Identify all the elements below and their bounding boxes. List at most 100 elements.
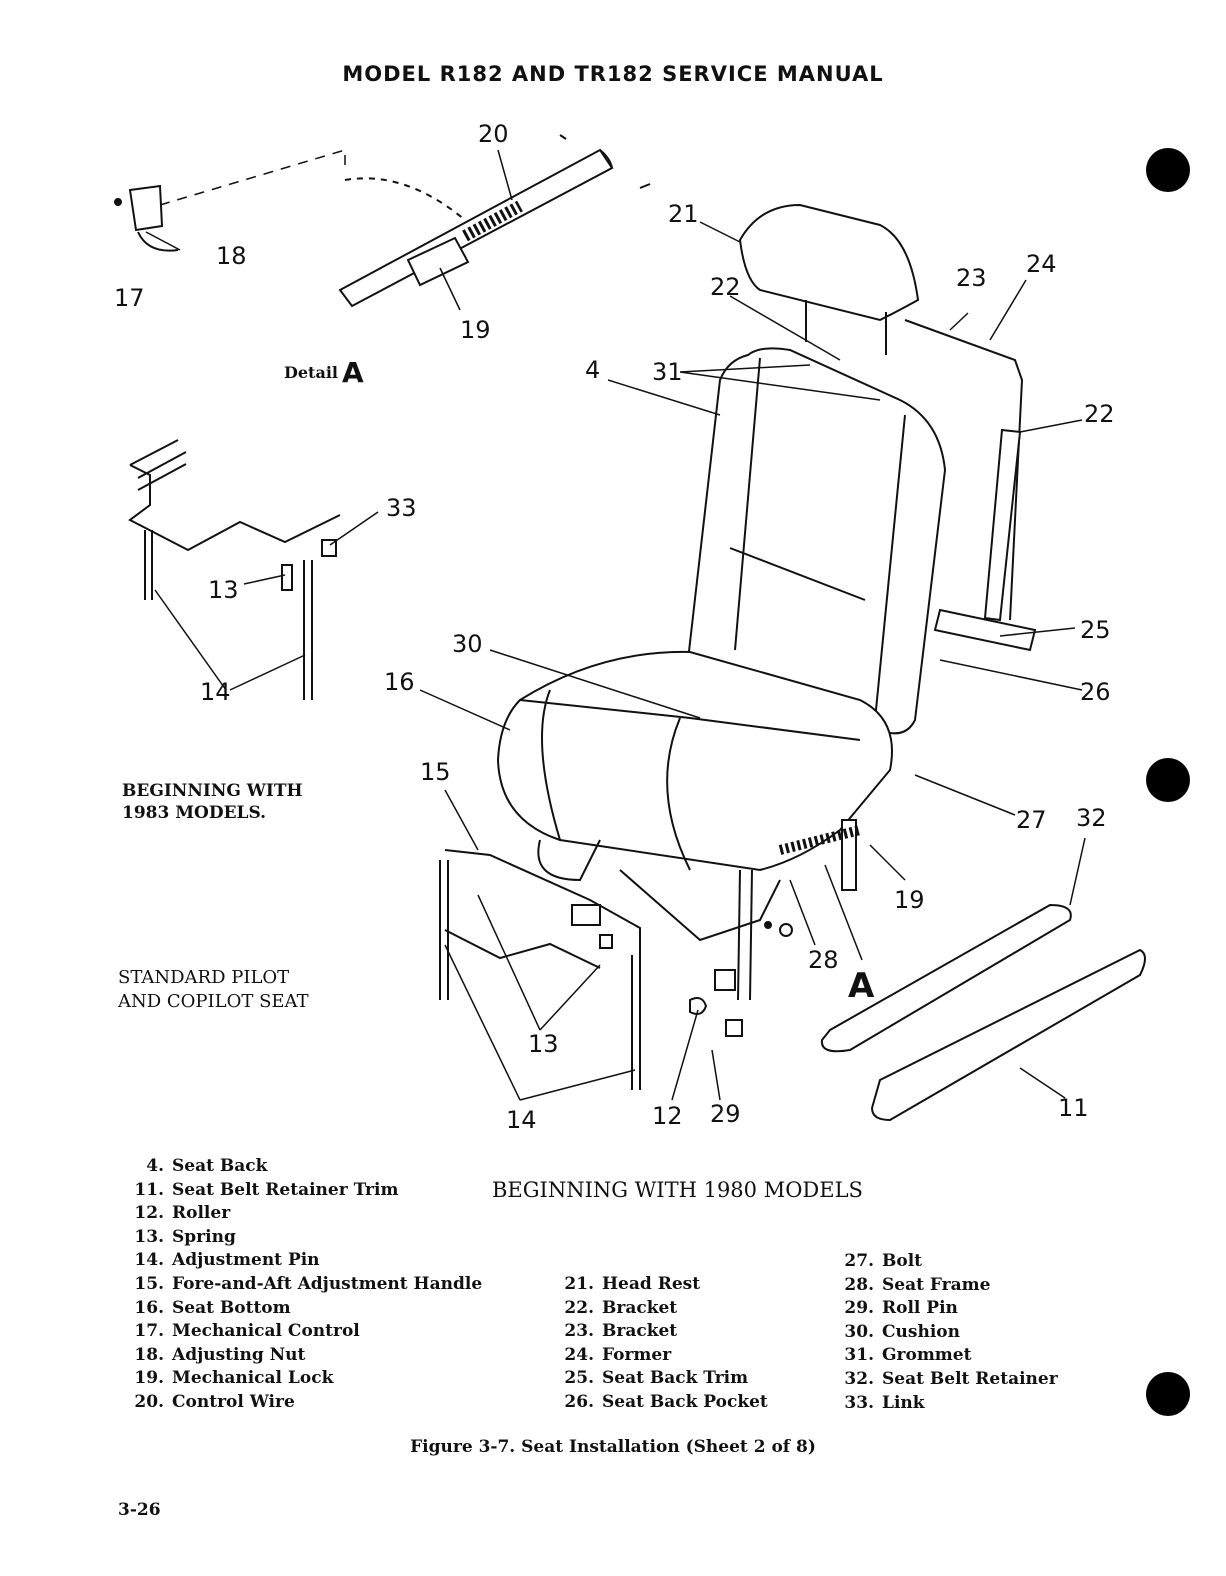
seat-installation-drawing: 20 21 22 23 24 22 4 31 17 18 19 33 13 25… [114, 120, 1146, 1134]
legend-column-2: 21.Head Rest 22.Bracket 23.Bracket 24.Fo… [548, 1274, 768, 1416]
legend-label: Adjusting Nut [172, 1344, 306, 1365]
legend-item: 16.Seat Bottom [118, 1298, 482, 1322]
legend-item: 15. Fore-and-Aft Adjustment Handle [118, 1274, 482, 1298]
figure-caption: Figure 3-7. Seat Installation (Sheet 2 o… [410, 1437, 816, 1457]
legend-item: 11.Seat Belt Retainer Trim [118, 1180, 482, 1204]
legend-label: Adjustment Pin [172, 1250, 320, 1271]
callout-12: 12 [652, 1102, 683, 1130]
callout-33: 33 [386, 494, 417, 522]
seat-belt-retainer [820, 903, 1146, 1122]
figure-subtitle: BEGINNING WITH 1980 MODELS [492, 1178, 863, 1202]
legend-item: 12.Roller [118, 1203, 482, 1227]
legend-label: Cushion [882, 1321, 960, 1342]
callout-22-right: 22 [1084, 400, 1115, 428]
legend-label: Seat Belt Retainer [882, 1368, 1058, 1389]
legend-label: Fore-and-Aft Adjustment Handle [172, 1273, 483, 1294]
callout-31: 31 [652, 358, 683, 386]
callout-16: 16 [384, 668, 415, 696]
legend-num: 25. [564, 1368, 594, 1389]
legend-label: Seat Bottom [172, 1297, 291, 1318]
legend-label: Spring [172, 1226, 236, 1247]
legend-num: 13. [134, 1226, 164, 1247]
legend-num: 31. [844, 1345, 874, 1366]
legend-item: 31. Grommet [828, 1345, 1058, 1369]
leader-lines [145, 149, 1086, 1101]
callout-20: 20 [478, 120, 509, 148]
assembly-1983 [128, 439, 341, 700]
callout-19-bottom: 19 [894, 886, 925, 914]
callout-32: 32 [1076, 804, 1107, 832]
legend-item: 25.Seat Back Trim [548, 1368, 768, 1392]
callout-27: 27 [1016, 806, 1047, 834]
legend-item: 32.Seat Belt Retainer [828, 1368, 1058, 1393]
callout-24: 24 [1026, 250, 1057, 278]
legend-num: 29. [844, 1298, 874, 1319]
legend-num: 22. [564, 1297, 594, 1318]
seat-back [686, 203, 1037, 735]
legend-item: 33.Link [828, 1393, 1058, 1417]
legend-num: 18. [134, 1344, 164, 1365]
callout-18: 18 [216, 242, 247, 270]
binder-hole-3 [1146, 1372, 1190, 1416]
legend-column-3: 27. Bolt 28. Seat Frame 29. Roll Pin 30. Cus… [828, 1251, 1058, 1417]
legend-label: Bracket [602, 1321, 678, 1342]
legend-label: Roll Pin [882, 1298, 958, 1319]
legend-label: Roller [172, 1203, 231, 1224]
legend-item: 21. Head Rest [548, 1274, 768, 1298]
detail-letter: A [341, 356, 364, 389]
legend-item: 27. Bolt [828, 1251, 1058, 1275]
legend-label: Seat Belt Retainer Trim [172, 1179, 399, 1200]
callout-labels: 20 21 22 23 24 22 4 31 17 18 19 33 13 25… [114, 120, 1115, 1134]
legend-num: 20. [134, 1391, 164, 1412]
callout-13-bottom: 13 [528, 1030, 559, 1058]
legend-num: 19. [134, 1368, 164, 1389]
note-1983-line-1: BEGINNING WITH [122, 781, 303, 801]
binder-hole-2 [1146, 758, 1190, 802]
legend-item: 4. Seat Back [118, 1156, 482, 1180]
legend-num: 28. [844, 1274, 874, 1295]
legend-num: 15. [134, 1273, 164, 1294]
legend-label: Mechanical Lock [172, 1368, 334, 1389]
callout-14-bottom: 14 [506, 1106, 537, 1134]
legend-label: Link [882, 1392, 925, 1413]
binder-hole-1 [1146, 148, 1190, 192]
legend-item: 17. Mechanical Control [118, 1321, 482, 1345]
callout-22-left: 22 [710, 273, 741, 301]
legend-label: Bracket [602, 1297, 678, 1318]
legend-num: 21. [564, 1274, 594, 1294]
legend-num: 14. [134, 1250, 164, 1271]
legend-item: 13. Spring [118, 1227, 482, 1251]
callout-29: 29 [710, 1100, 741, 1128]
callout-26: 26 [1080, 678, 1111, 706]
legend-label: Seat Back [172, 1156, 268, 1176]
legend-label: Mechanical Control [172, 1321, 360, 1342]
page-number: 3-26 [118, 1500, 161, 1520]
legend-num: 27. [844, 1251, 874, 1271]
legend-label: Seat Frame [882, 1274, 991, 1295]
detail-label-text: Detail [284, 363, 338, 382]
legend-item: 18. Adjusting Nut [118, 1345, 482, 1369]
legend-item: 19. Mechanical Lock [118, 1368, 482, 1392]
legend-item: 26.Seat Back Pocket [548, 1392, 767, 1416]
note-standard-line-1: STANDARD PILOT [118, 967, 290, 988]
legend-item: 30. Cushion [828, 1322, 1058, 1346]
note-standard-line-2: AND COPILOT SEAT [118, 991, 309, 1012]
callout-28: 28 [808, 946, 839, 974]
callout-14-left: 14 [200, 678, 231, 706]
legend-num: 30. [844, 1321, 874, 1342]
seat-frame [439, 819, 862, 1090]
legend-label: Grommet [882, 1345, 972, 1366]
legend-item: 20.Control Wire [118, 1392, 482, 1416]
callout-21: 21 [668, 200, 699, 228]
legend-num: 4. [146, 1156, 164, 1176]
legend-num: 24. [564, 1344, 594, 1365]
callout-23: 23 [956, 264, 987, 292]
legend-label: Head Rest [602, 1274, 701, 1294]
callout-15: 15 [420, 758, 451, 786]
legend-item: 22. Bracket [548, 1298, 768, 1322]
legend-num: 17. [134, 1321, 164, 1342]
callout-25: 25 [1080, 616, 1111, 644]
callout-19-top: 19 [460, 316, 491, 344]
legend-label: Bolt [882, 1251, 923, 1271]
